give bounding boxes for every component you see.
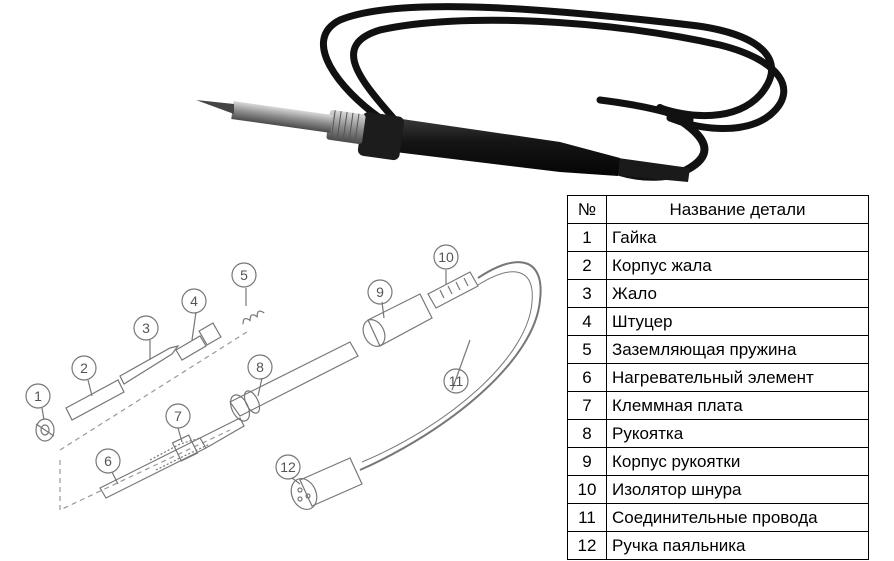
part-handle-housing xyxy=(362,293,433,347)
row-number: 12 xyxy=(567,531,607,560)
row-part-name: Корпус жала xyxy=(606,251,869,280)
callout-5: 5 xyxy=(240,267,248,283)
row-number: 8 xyxy=(567,419,607,448)
part-cord-insulator xyxy=(427,271,479,309)
callout-4: 4 xyxy=(190,293,198,309)
part-plug xyxy=(290,457,363,511)
callout-1: 1 xyxy=(34,388,42,404)
row-number: 4 xyxy=(567,307,607,336)
row-number: 10 xyxy=(567,475,607,504)
row-number: 9 xyxy=(567,447,607,476)
handle-body xyxy=(395,118,620,176)
header-part-name: Название детали xyxy=(606,195,869,224)
part-terminal-board xyxy=(149,437,211,471)
header-number: № xyxy=(567,195,607,224)
callout-10: 10 xyxy=(438,249,454,265)
callout-11: 11 xyxy=(449,373,464,389)
part-heating-element xyxy=(99,437,207,499)
tip-barrel xyxy=(231,101,333,133)
row-number: 7 xyxy=(567,391,607,420)
row-number: 5 xyxy=(567,335,607,364)
row-part-name: Клеммная плата xyxy=(606,391,869,420)
callout-12: 12 xyxy=(280,459,296,475)
row-number: 3 xyxy=(567,279,607,308)
callout-3: 3 xyxy=(142,320,150,336)
row-part-name: Жало xyxy=(606,279,869,308)
part-tip xyxy=(119,345,180,385)
row-part-name: Рукоятка xyxy=(606,419,869,448)
callout-9: 9 xyxy=(376,284,384,300)
soldering-iron-photo xyxy=(196,3,788,182)
callout-8: 8 xyxy=(256,359,264,375)
row-part-name: Корпус рукоятки xyxy=(606,447,869,476)
part-handle xyxy=(229,341,359,422)
row-part-name: Изолятор шнура xyxy=(606,475,869,504)
table-header-row: № Название детали xyxy=(567,195,869,224)
row-number: 1 xyxy=(567,223,607,252)
row-part-name: Гайка xyxy=(606,223,869,252)
part-tip-barrel xyxy=(65,379,125,421)
part-spring xyxy=(242,310,265,325)
exploded-view-diagram: 1 2 3 4 5 6 7 8 9 10 11 12 xyxy=(25,244,542,511)
part-nut xyxy=(35,418,55,442)
cable-coil xyxy=(319,3,788,181)
callout-7: 7 xyxy=(174,408,182,424)
part-fitting xyxy=(175,322,222,361)
row-number: 11 xyxy=(567,503,607,532)
row-part-name: Ручка паяльника xyxy=(606,531,869,560)
row-number: 2 xyxy=(567,251,607,280)
part-connecting-cable xyxy=(359,261,542,471)
solder-tip xyxy=(196,100,234,114)
callout-6: 6 xyxy=(104,453,112,469)
row-number: 6 xyxy=(567,363,607,392)
row-part-name: Нагревательный элемент xyxy=(606,363,869,392)
assembly-axis xyxy=(59,329,251,511)
callout-2: 2 xyxy=(80,360,88,376)
row-part-name: Заземляющая пружина xyxy=(606,335,869,364)
row-part-name: Соединительные провода xyxy=(606,503,869,532)
row-part-name: Штуцер xyxy=(606,307,869,336)
